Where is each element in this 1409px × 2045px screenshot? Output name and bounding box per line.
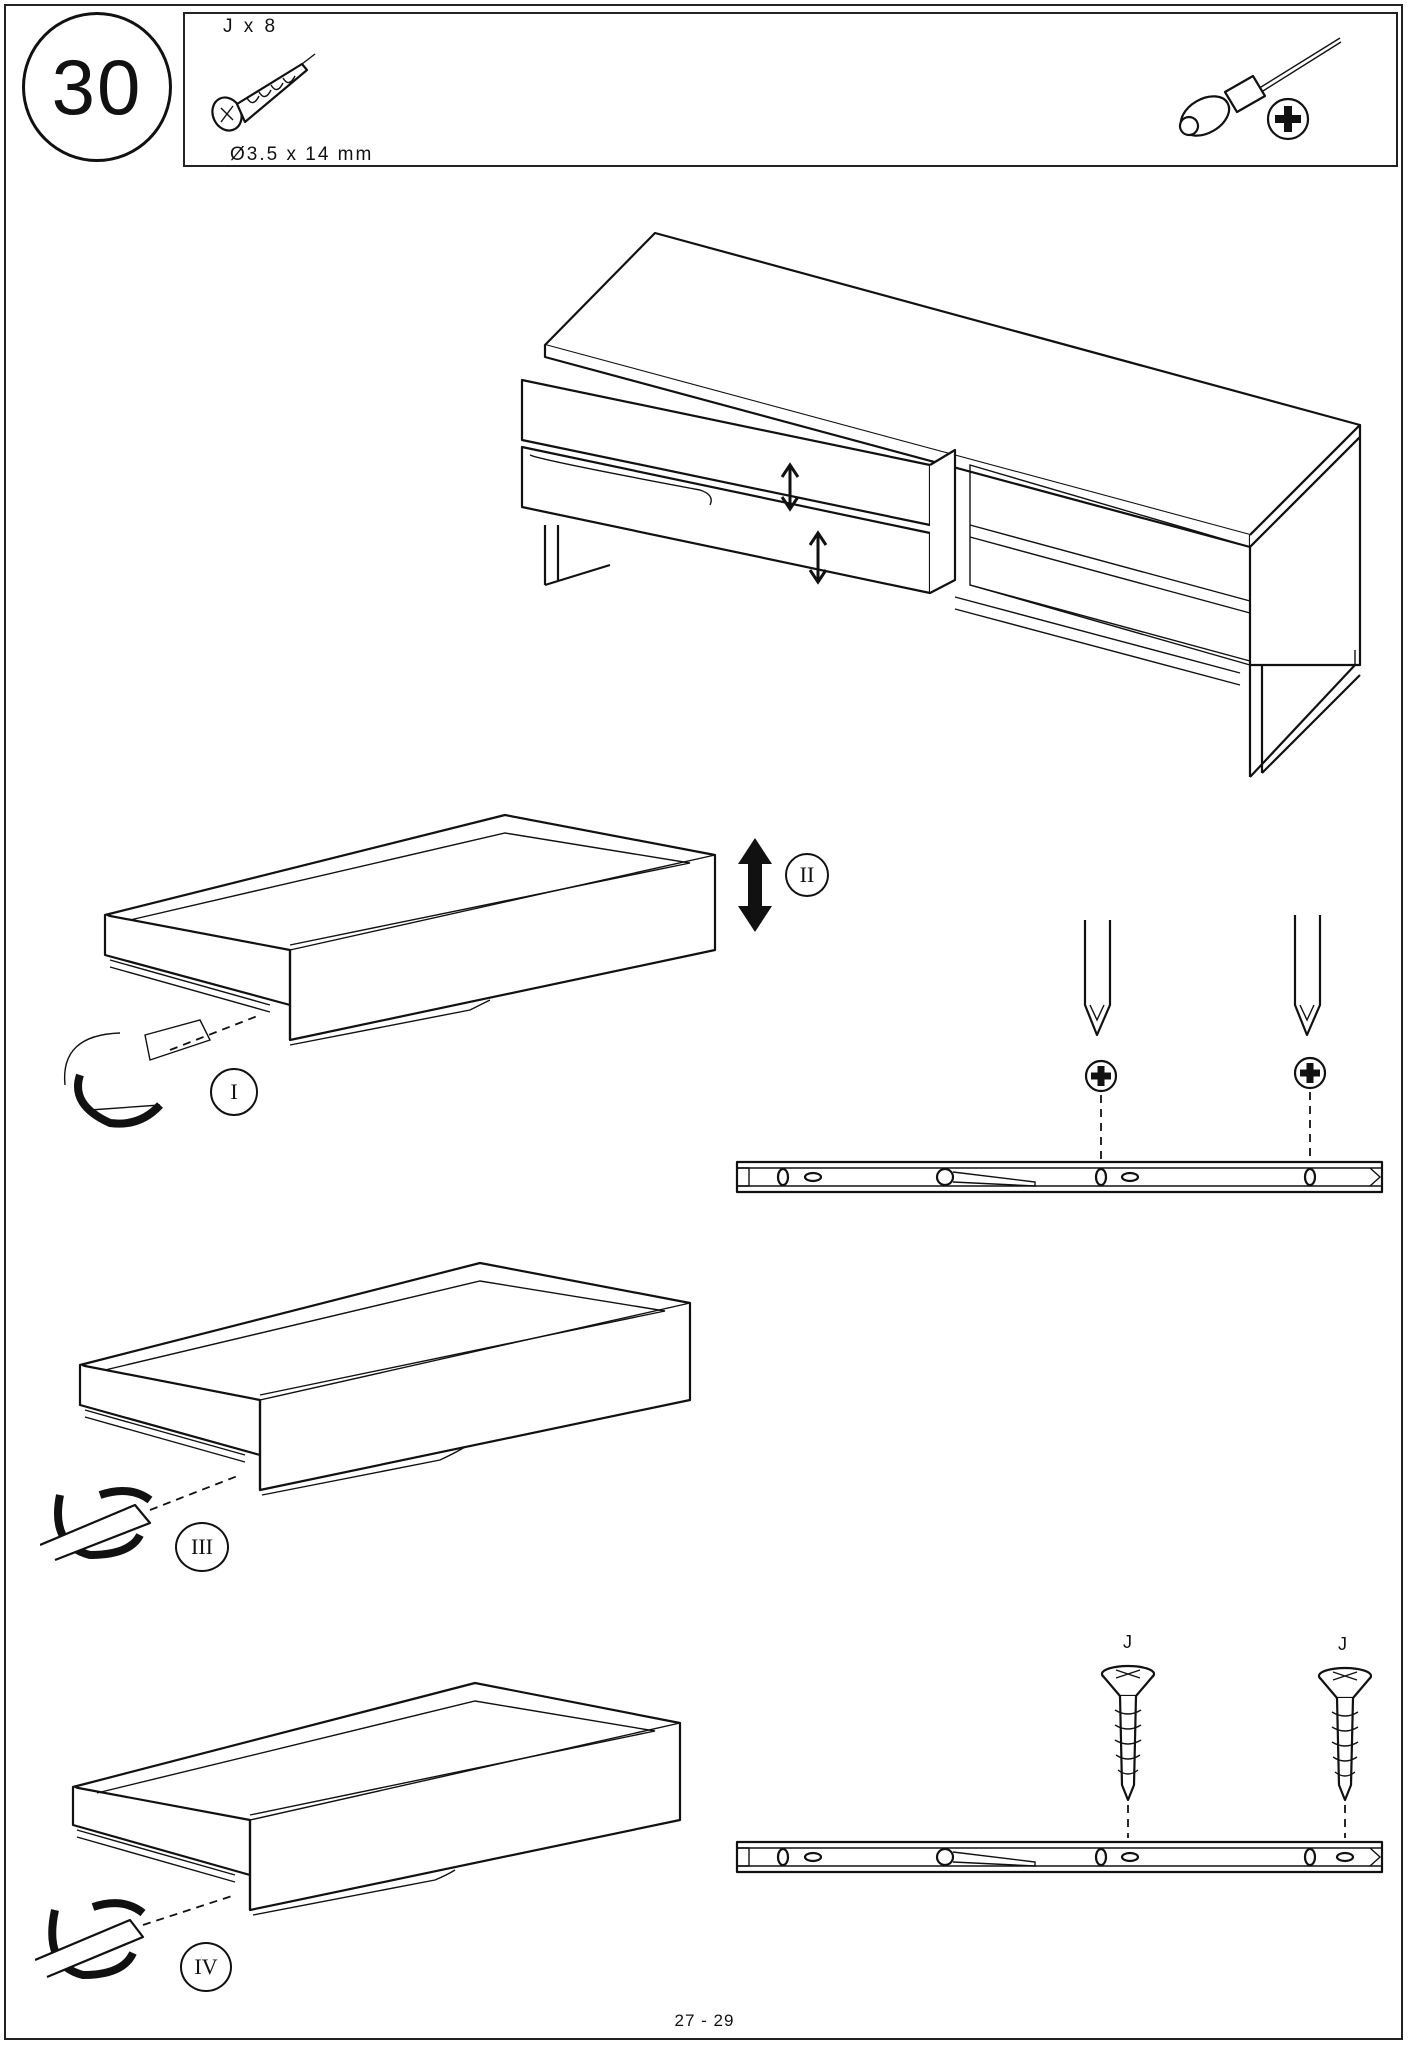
screw-j-icon	[211, 53, 316, 132]
up-down-arrow-icon	[738, 838, 772, 932]
rail-detail-screws	[735, 1664, 1384, 1874]
step-i-badge: I	[210, 1068, 258, 1116]
drawer-step-iv	[35, 1681, 682, 1980]
parts-size: Ø3.5 x 14 mm	[230, 144, 374, 165]
step-number: 30	[22, 12, 172, 162]
page-number: 27 - 29	[674, 2011, 735, 2030]
screw-j-label-left: J	[1123, 1632, 1132, 1652]
drawer-step-i	[63, 813, 717, 1128]
drawer-step-iii	[40, 1261, 692, 1562]
step-iii-badge: III	[175, 1522, 229, 1572]
rail-detail-screwdriver	[735, 915, 1384, 1194]
phillips-screwdriver-icon	[1178, 37, 1342, 141]
step-i-label: I	[230, 1079, 238, 1104]
page-frame	[4, 4, 1403, 2040]
step-iv-badge: IV	[180, 1942, 232, 1992]
step-ii-label: II	[799, 862, 815, 887]
parts-quantity: J x 8	[223, 16, 279, 37]
parts-box: J x 8 Ø3.5 x 14 mm	[183, 12, 1398, 167]
step-ii-badge: II	[785, 853, 829, 897]
tv-unit-illustration	[520, 231, 1362, 778]
screw-j-label-right: J	[1338, 1634, 1347, 1654]
step-iii-label: III	[191, 1534, 213, 1559]
step-iv-label: IV	[194, 1954, 218, 1979]
